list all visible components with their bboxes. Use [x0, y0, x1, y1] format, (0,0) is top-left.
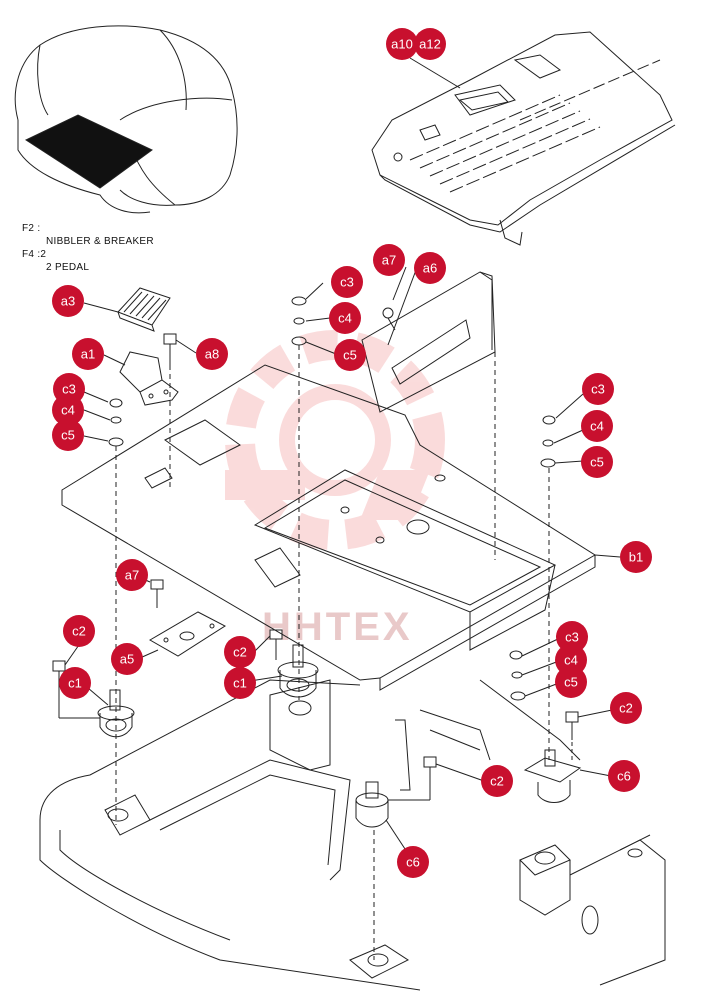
- callout-c6-right: c6: [608, 760, 640, 792]
- washer-stack-low: [509, 650, 526, 701]
- callout-c3-low: c3: [556, 621, 588, 653]
- mount-c1-left: [97, 689, 135, 738]
- svg-text:a6: a6: [423, 261, 437, 276]
- svg-text:c3: c3: [565, 630, 579, 645]
- callout-c5-left: c5: [52, 419, 84, 451]
- svg-text:a7: a7: [125, 568, 139, 583]
- callout-c4-low: c4: [555, 644, 587, 676]
- callout-c4-right: c4: [581, 410, 613, 442]
- svg-text:c3: c3: [591, 382, 605, 397]
- svg-text:c1: c1: [68, 676, 82, 691]
- note-f2-code: F2 :: [22, 223, 41, 234]
- svg-text:c4: c4: [564, 653, 578, 668]
- callout-c1-mid: c1: [224, 667, 256, 699]
- callout-a7-bottom: a7: [116, 559, 148, 591]
- svg-text:c2: c2: [490, 774, 504, 789]
- note-f4-text: 2 PEDAL: [46, 262, 90, 273]
- svg-text:a10: a10: [391, 37, 413, 52]
- note-f4-code: F4 :2: [22, 249, 47, 260]
- bracket-a6: [361, 271, 496, 560]
- callout-c6-front: c6: [397, 846, 429, 878]
- callout-c2-right: c2: [610, 692, 642, 724]
- callouts: a10 a12 a3 a1 a8 a7 a6 c3 c4 c5 c3 c4 c5…: [52, 28, 652, 878]
- svg-text:c2: c2: [233, 645, 247, 660]
- callout-c2-left: c2: [63, 615, 95, 647]
- upper-frame: [39, 679, 666, 991]
- pedal-a3: [117, 287, 171, 332]
- svg-text:a1: a1: [81, 347, 95, 362]
- bolt-c2-mid: [269, 629, 283, 660]
- svg-text:a8: a8: [205, 347, 219, 362]
- svg-text:c4: c4: [590, 419, 604, 434]
- svg-text:c2: c2: [619, 701, 633, 716]
- callout-c3-top: c3: [331, 266, 363, 298]
- watermark-gear-logo: [225, 330, 445, 550]
- svg-text:c3: c3: [340, 275, 354, 290]
- note-f2-text: NIBBLER & BREAKER: [46, 236, 154, 247]
- svg-text:a12: a12: [419, 37, 441, 52]
- watermark-text: HHTEX: [262, 605, 413, 649]
- callout-c4-top: c4: [329, 302, 361, 334]
- bolt-a8: [163, 333, 177, 490]
- callout-c5-top: c5: [334, 339, 366, 371]
- callout-b1: b1: [620, 541, 652, 573]
- floor-plate-b1: [61, 364, 596, 691]
- washer-stack-top: [291, 296, 307, 700]
- mount-c6-front: [355, 781, 389, 960]
- drawing-lines: [14, 25, 676, 991]
- bolt-c2-front: [388, 756, 437, 801]
- seat-thumbnail: [14, 25, 238, 214]
- svg-text:c4: c4: [338, 311, 352, 326]
- pedal-bracket-a1: [119, 351, 179, 406]
- svg-text:c5: c5: [590, 455, 604, 470]
- svg-text:c2: c2: [72, 624, 86, 639]
- svg-text:b1: b1: [629, 550, 643, 565]
- callout-a12: a12: [414, 28, 446, 60]
- svg-text:c6: c6: [617, 769, 631, 784]
- svg-text:a7: a7: [382, 253, 396, 268]
- callout-c4-left: c4: [52, 394, 84, 426]
- callout-a10: a10: [386, 28, 418, 60]
- leader-lines: [64, 57, 621, 853]
- washer-stack-right: [540, 415, 556, 760]
- callout-a3: a3: [52, 285, 84, 317]
- callout-a5: a5: [111, 643, 143, 675]
- plate-a5: [149, 611, 226, 657]
- callout-a7-top: a7: [373, 244, 405, 276]
- svg-text:c4: c4: [61, 403, 75, 418]
- mount-c6-right: [523, 742, 582, 803]
- bolt-c2-right: [565, 711, 579, 740]
- bolt-c2-left: [52, 660, 100, 719]
- svg-text:c3: c3: [62, 382, 76, 397]
- callout-a8: a8: [196, 338, 228, 370]
- callout-c5-right: c5: [581, 446, 613, 478]
- callout-c2-mid: c2: [224, 636, 256, 668]
- callout-c3-right: c3: [582, 373, 614, 405]
- svg-text:c1: c1: [233, 676, 247, 691]
- callout-c5-low: c5: [555, 666, 587, 698]
- callout-c1-left: c1: [59, 667, 91, 699]
- callout-a6: a6: [414, 252, 446, 284]
- svg-text:c5: c5: [564, 675, 578, 690]
- bolt-a7-bottom: [150, 579, 164, 608]
- svg-text:a3: a3: [61, 294, 75, 309]
- callout-a1: a1: [72, 338, 104, 370]
- svg-text:c5: c5: [61, 428, 75, 443]
- svg-text:c5: c5: [343, 348, 357, 363]
- floor-mat: [371, 31, 676, 246]
- svg-text:a5: a5: [120, 652, 134, 667]
- svg-text:c6: c6: [406, 855, 420, 870]
- mount-c1-mid: [277, 644, 319, 698]
- callout-c2-front: c2: [481, 765, 513, 797]
